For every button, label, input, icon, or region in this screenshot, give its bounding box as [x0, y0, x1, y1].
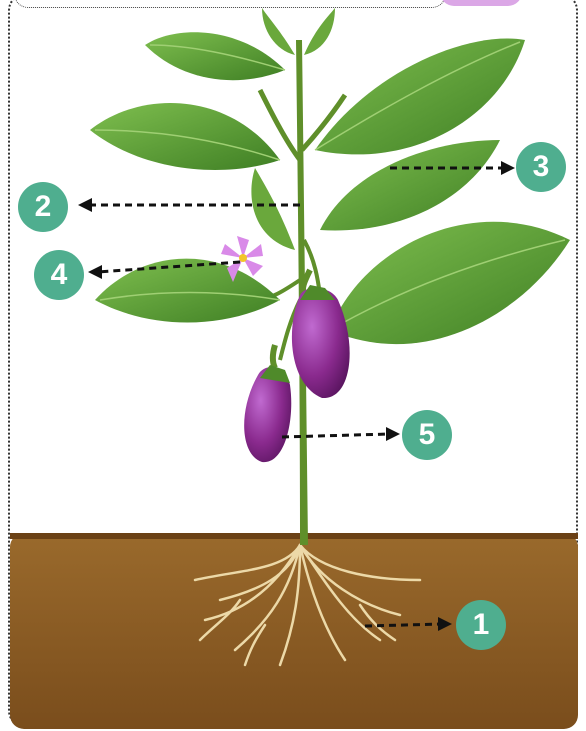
- label-number: 4: [51, 258, 68, 292]
- leaf: [145, 32, 285, 80]
- label-number: 5: [419, 418, 436, 452]
- label-badge-stem: 2: [18, 182, 68, 232]
- label-number: 3: [533, 150, 550, 184]
- label-badge-leaf: 3: [516, 142, 566, 192]
- label-badge-root: 1: [456, 600, 506, 650]
- label-badge-fruit: 5: [402, 410, 452, 460]
- label-number: 1: [473, 608, 490, 642]
- leaf: [330, 222, 570, 344]
- leaf: [262, 8, 295, 55]
- leaf: [251, 168, 295, 250]
- label-number: 2: [35, 190, 52, 224]
- leaf: [304, 8, 335, 55]
- arrow-fruit: [282, 434, 390, 437]
- label-badge-flower: 4: [34, 250, 84, 300]
